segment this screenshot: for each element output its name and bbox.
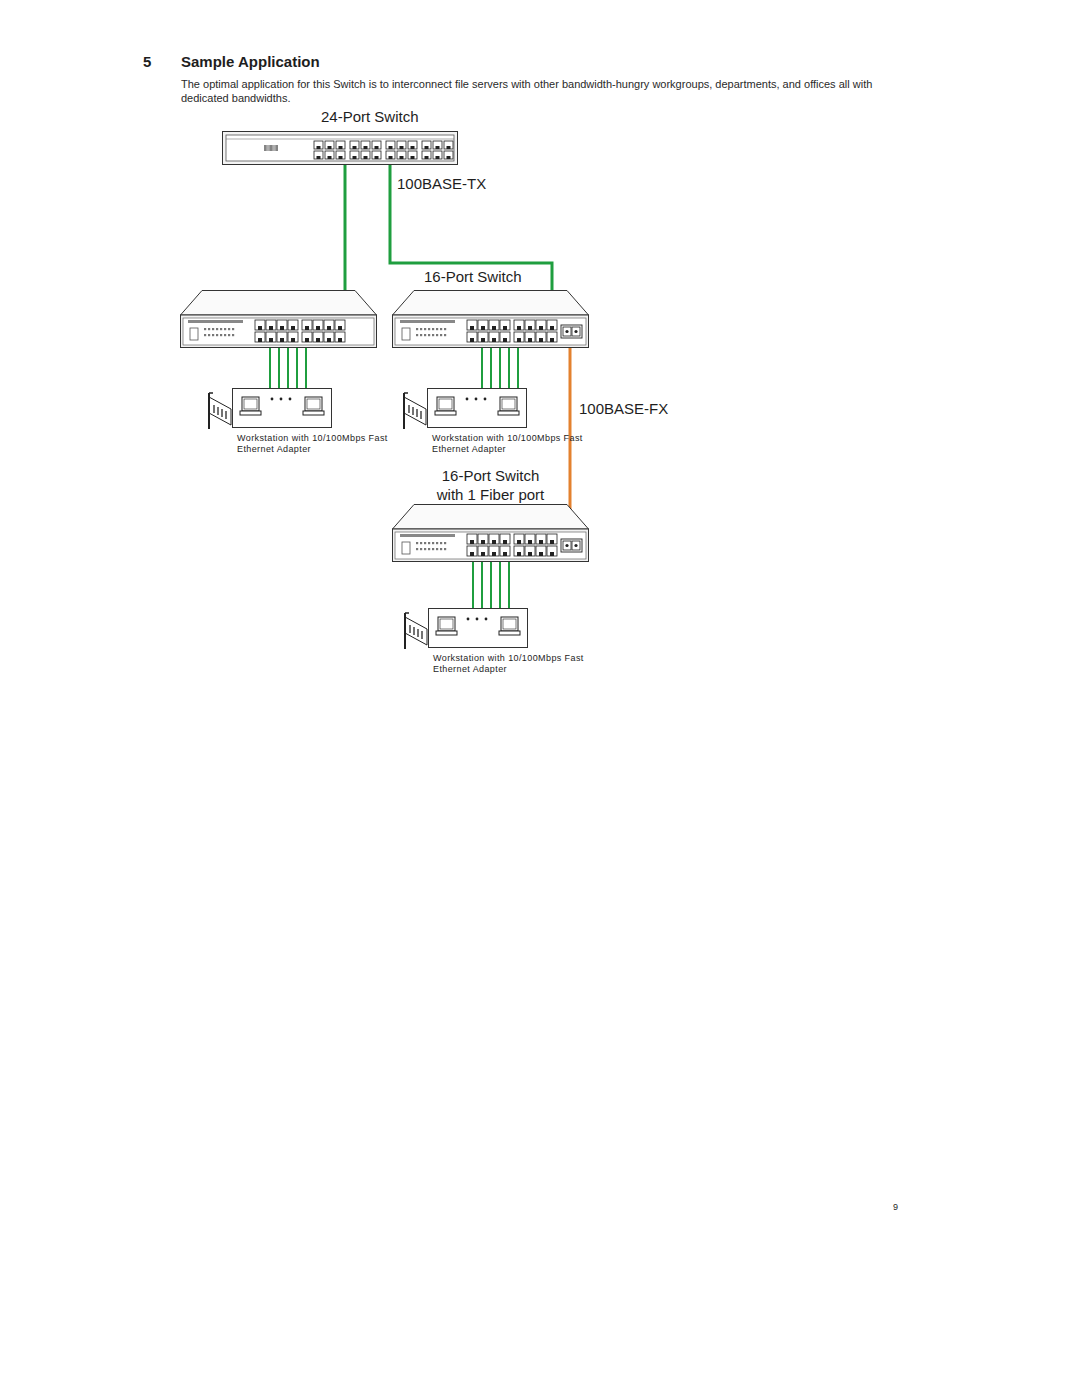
workstation-caption: Workstation with 10/100Mbps Fast Etherne… xyxy=(237,433,397,455)
workstation-group: Workstation with 10/100Mbps Fast Etherne… xyxy=(400,388,590,455)
switch-drawing xyxy=(222,131,458,165)
switch-body xyxy=(222,131,458,165)
page-number: 9 xyxy=(893,1202,898,1213)
workstation-caption: Workstation with 10/100Mbps Fast Etherne… xyxy=(432,433,592,455)
link-type-label: 100BASE-FX xyxy=(578,400,669,418)
switch-drawing xyxy=(180,290,377,348)
workstation-caption: Workstation with 10/100Mbps Fast Etherne… xyxy=(433,653,593,675)
cable-bundle xyxy=(473,562,509,608)
workstation-box xyxy=(428,608,528,648)
workstation-drawing xyxy=(428,608,528,648)
intro-paragraph: The optimal application for this Switch … xyxy=(181,77,916,105)
workstation-group: Workstation with 10/100Mbps Fast Etherne… xyxy=(205,388,395,455)
link-type-label: 100BASE-TX xyxy=(396,175,487,193)
workstation-box xyxy=(427,388,527,428)
switch-unit: 24-Port Switch xyxy=(222,108,458,165)
cable-bundle xyxy=(270,348,306,388)
switch-body xyxy=(392,290,589,348)
workstation-box xyxy=(232,388,332,428)
switch-label: 24-Port Switch xyxy=(321,108,457,126)
nic-card-icon xyxy=(400,391,430,431)
nic-card-icon xyxy=(401,611,431,651)
cable-bundle xyxy=(482,348,518,388)
switch-unit: 16-Port Switch with 1 Fiber port xyxy=(392,466,589,562)
workstation-group: Workstation with 10/100Mbps Fast Etherne… xyxy=(401,608,591,675)
switch-body xyxy=(392,504,589,562)
switch-drawing xyxy=(392,290,589,348)
switch-unit: 16-Port Switch xyxy=(392,268,589,348)
nic-card-drawing xyxy=(205,391,235,431)
switch-unit xyxy=(180,290,377,348)
nic-card-icon xyxy=(205,391,235,431)
nic-card-drawing xyxy=(401,611,431,651)
switch-label: 16-Port Switch with 1 Fiber port xyxy=(430,466,552,504)
workstation-drawing xyxy=(427,388,527,428)
workstation-drawing xyxy=(232,388,332,428)
switch-drawing xyxy=(392,504,589,562)
switch-label: 16-Port Switch xyxy=(424,268,554,286)
section-number: 5 xyxy=(143,53,151,71)
switch-body xyxy=(180,290,377,348)
nic-card-drawing xyxy=(400,391,430,431)
section-title: Sample Application xyxy=(181,53,320,71)
